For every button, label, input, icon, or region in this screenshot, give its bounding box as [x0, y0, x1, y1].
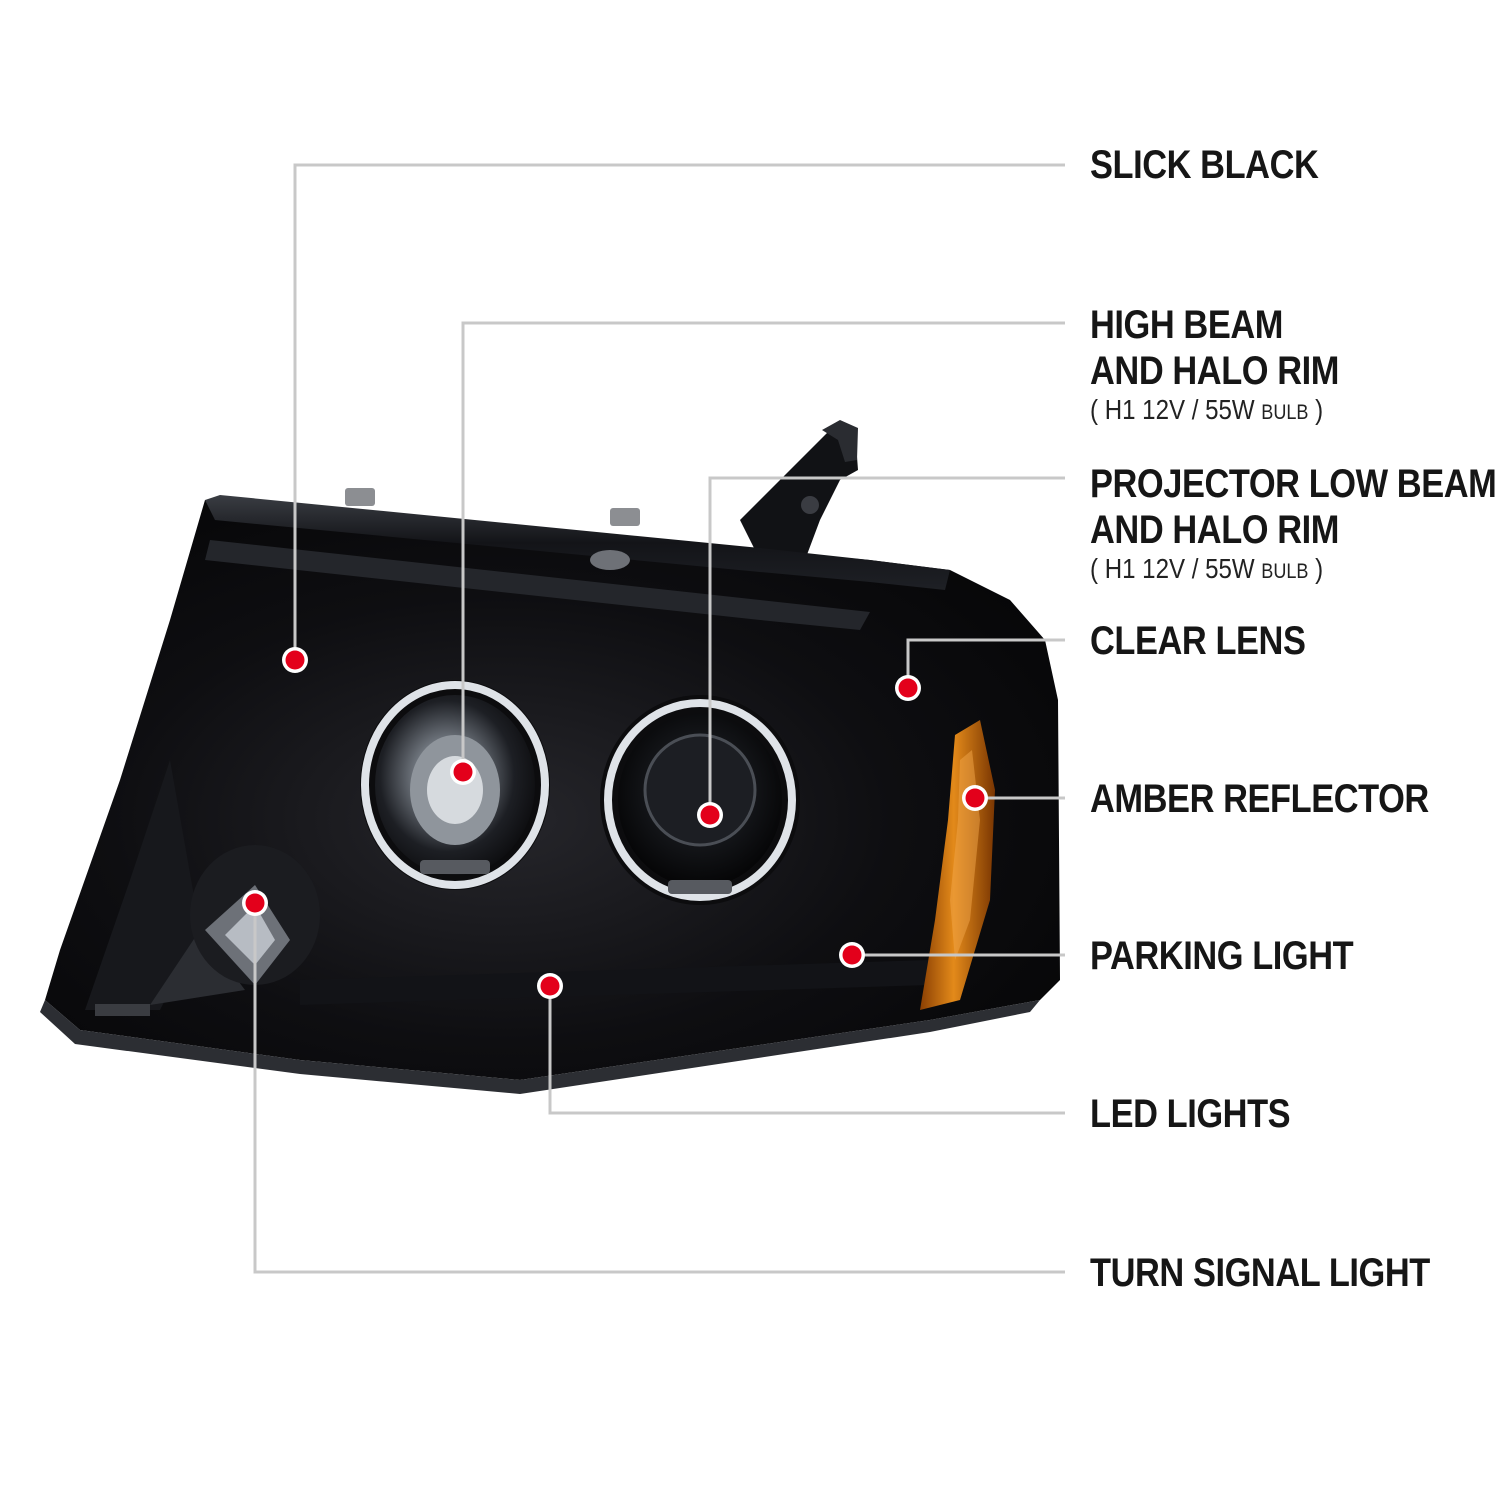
label-clear-lens-text: CLEAR LENS	[1090, 619, 1306, 663]
label-high-beam-line2: AND HALO RIM	[1090, 349, 1339, 393]
spec-close: )	[1308, 394, 1324, 425]
label-turn-signal-light-text: TURN SIGNAL LIGHT	[1090, 1251, 1430, 1295]
marker-high-beam	[450, 759, 476, 785]
label-parking-light-text: PARKING LIGHT	[1090, 934, 1354, 978]
leader-led-lights	[548, 986, 1065, 1115]
label-projector-low-beam: PROJECTOR LOW BEAM AND HALO RIM ( H1 12V…	[1090, 461, 1497, 588]
label-led-lights-text: LED LIGHTS	[1090, 1092, 1291, 1136]
leader-clear-lens	[906, 638, 1065, 688]
label-led-lights: LED LIGHTS	[1090, 1091, 1291, 1137]
marker-led-lights	[537, 973, 563, 999]
label-high-beam-spec: ( H1 12V / 55W BULB )	[1090, 394, 1339, 429]
spec-text: ( H1 12V / 55W	[1090, 553, 1262, 584]
leader-slick-black	[293, 163, 1065, 658]
label-projector-line2: AND HALO RIM	[1090, 508, 1339, 552]
label-amber-reflector: AMBER REFLECTOR	[1090, 776, 1429, 822]
spec-close: )	[1308, 553, 1324, 584]
leader-projector-low-beam	[708, 476, 1065, 815]
mounting-bracket	[740, 420, 858, 560]
marker-amber-reflector	[962, 785, 988, 811]
label-amber-reflector-text: AMBER REFLECTOR	[1090, 777, 1429, 821]
leader-lines	[253, 163, 1065, 1274]
spec-bulb: BULB	[1261, 401, 1309, 424]
leader-high-beam	[461, 321, 1065, 770]
spec-bulb: BULB	[1261, 560, 1309, 583]
label-projector-line1: PROJECTOR LOW BEAM	[1090, 462, 1497, 506]
label-slick-black-text: SLICK BLACK	[1090, 143, 1319, 187]
marker-parking-light	[839, 942, 865, 968]
marker-slick-black	[282, 647, 308, 673]
projector-low-beam-assembly	[600, 695, 800, 905]
leader-turn-signal-light	[253, 903, 1065, 1274]
marker-clear-lens	[895, 675, 921, 701]
marker-projector-low-beam	[697, 802, 723, 828]
label-high-beam-line1: HIGH BEAM	[1090, 303, 1283, 347]
label-clear-lens: CLEAR LENS	[1090, 618, 1306, 664]
label-parking-light: PARKING LIGHT	[1090, 933, 1354, 979]
label-slick-black: SLICK BLACK	[1090, 142, 1319, 188]
high-beam-assembly	[360, 680, 550, 890]
spec-text: ( H1 12V / 55W	[1090, 394, 1262, 425]
label-turn-signal-light: TURN SIGNAL LIGHT	[1090, 1250, 1430, 1296]
marker-turn-signal-light	[242, 890, 268, 916]
label-projector-spec: ( H1 12V / 55W BULB )	[1090, 553, 1496, 588]
callout-markers	[242, 647, 988, 999]
label-high-beam: HIGH BEAM AND HALO RIM ( H1 12V / 55W BU…	[1090, 302, 1339, 429]
